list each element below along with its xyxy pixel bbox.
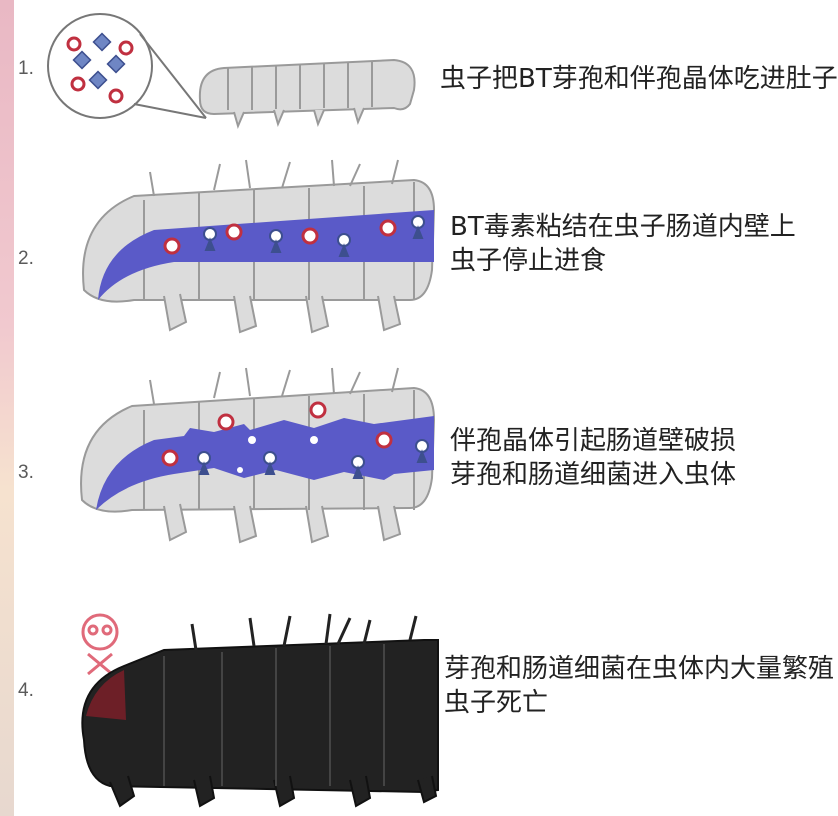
step-3-caption: 伴孢晶体引起肠道壁破损 芽孢和肠道细菌进入虫体 bbox=[450, 424, 736, 492]
skull-icon bbox=[83, 615, 117, 674]
step-number-2: 2. bbox=[18, 248, 34, 270]
step-1-caption: 虫子把BT芽孢和伴孢晶体吃进肚子里 bbox=[440, 62, 838, 96]
caption-line: 虫子停止进食 bbox=[450, 244, 796, 278]
caption-line: 芽孢和肠道细菌在虫体内大量繁殖 bbox=[444, 652, 834, 686]
step-2-caption: BT毒素粘结在虫子肠道内壁上 虫子停止进食 bbox=[450, 210, 796, 278]
caption-line: 伴孢晶体引起肠道壁破损 bbox=[450, 424, 736, 458]
caption-line: 虫子把BT芽孢和伴孢晶体吃进肚子里 bbox=[440, 62, 838, 96]
step-number-3: 3. bbox=[18, 462, 34, 484]
diagram-card: 1. 2. 3. 4. 虫子把BT芽孢和伴孢晶体吃进肚子里 BT毒素粘结在虫子肠… bbox=[14, 0, 838, 816]
step-4-caption: 芽孢和肠道细菌在虫体内大量繁殖 虫子死亡 bbox=[444, 652, 834, 720]
magnifier-circle bbox=[48, 14, 152, 118]
caterpillar-small bbox=[200, 60, 415, 126]
caption-line: BT毒素粘结在虫子肠道内壁上 bbox=[450, 210, 796, 244]
step-3-illustration bbox=[81, 368, 434, 542]
step-number-4: 4. bbox=[18, 680, 34, 702]
step-1-illustration bbox=[48, 14, 415, 126]
step-number-1: 1. bbox=[18, 58, 34, 80]
step-2-illustration bbox=[83, 160, 434, 332]
caption-line: 芽孢和肠道细菌进入虫体 bbox=[450, 458, 736, 492]
caption-line: 虫子死亡 bbox=[444, 686, 834, 720]
step-4-illustration bbox=[82, 614, 438, 806]
